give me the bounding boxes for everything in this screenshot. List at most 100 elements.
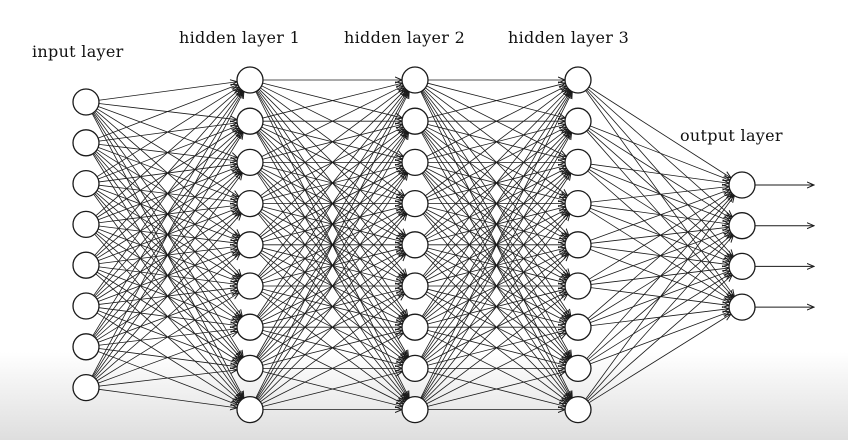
- h1-neuron-9: [236, 395, 264, 424]
- connection-h3-8-to-output-0: [585, 195, 735, 400]
- h3-neuron-4: [564, 189, 592, 218]
- connection-input-2-to-h1-0: [96, 87, 239, 177]
- connection-h1-8-to-h2-4: [258, 254, 406, 401]
- connection-h2-1-to-h3-0: [427, 83, 566, 119]
- h3-neuron-6: [564, 272, 592, 300]
- connection-h3-6-to-output-0: [587, 194, 732, 319]
- connection-input-5-to-h1-0: [93, 91, 243, 296]
- connection-input-7-to-h1-7: [98, 370, 237, 387]
- connection-h1-4-to-h2-0: [258, 89, 406, 236]
- output-layer-label: output layer: [680, 126, 783, 145]
- connection-h1-8-to-h2-5: [260, 294, 404, 403]
- h1-neuron-6: [236, 272, 264, 300]
- connection-h2-8-to-h3-1: [421, 133, 571, 399]
- hidden-layer-3-label: hidden layer 3: [508, 28, 630, 47]
- connection-h2-8-to-h3-6: [426, 333, 567, 405]
- connection-h2-8-to-h3-5: [425, 294, 567, 403]
- h2-neuron-3: [401, 148, 429, 177]
- h2-neuron-9: [401, 395, 429, 424]
- h1-neuron-4: [236, 189, 264, 218]
- connection-h1-8-to-h2-7: [262, 372, 403, 407]
- connection-h2-8-to-h3-0: [420, 92, 572, 399]
- neurons: [72, 66, 756, 424]
- connection-h1-8-to-h2-1: [256, 132, 408, 399]
- input-neuron-5: [72, 251, 100, 279]
- h2-neuron-4: [401, 189, 429, 218]
- connection-h2-8-to-h3-3: [422, 214, 570, 400]
- input-neuron-8: [72, 373, 100, 402]
- connection-h3-0-to-output-0: [588, 86, 731, 178]
- h2-neuron-5: [401, 231, 429, 259]
- input-neuron-6: [72, 292, 100, 320]
- h3-neuron-5: [564, 231, 592, 259]
- connection-h2-2-to-h3-0: [426, 86, 567, 157]
- connection-h1-2-to-h2-0: [261, 86, 404, 157]
- connection-h2-8-to-h3-4: [423, 254, 569, 401]
- connection-h2-5-to-h3-0: [422, 90, 570, 277]
- h3-neuron-7: [564, 313, 592, 341]
- connection-input-1-to-h1-0: [97, 85, 238, 139]
- connection-input-7-to-h1-3: [94, 213, 242, 379]
- h2-neuron-7: [401, 313, 429, 341]
- connection-h3-8-to-output-2: [587, 275, 732, 402]
- h1-neuron-5: [236, 231, 264, 259]
- connection-input-7-to-h1-8: [98, 388, 237, 408]
- connection-h1-3-to-h2-0: [260, 88, 404, 197]
- input-neuron-3: [72, 169, 100, 198]
- input-layer-label: input layer: [32, 42, 124, 61]
- connection-h1-5-to-h2-0: [257, 90, 407, 277]
- connection-h3-7-to-output-0: [586, 195, 734, 359]
- connection-h1-8-to-h2-3: [257, 214, 407, 400]
- h1-neuron-7: [236, 313, 264, 341]
- connection-input-7-to-h1-2: [93, 173, 243, 378]
- connection-h1-7-to-h2-0: [256, 91, 408, 358]
- connection-input-6-to-h1-0: [92, 91, 243, 336]
- connection-h2-6-to-h3-0: [421, 91, 571, 317]
- connection-h3-2-to-output-0: [590, 163, 729, 183]
- connection-input-0-to-h1-0: [98, 82, 237, 101]
- connection-input-7-to-h1-5: [96, 293, 239, 382]
- connection-h3-8-to-output-1: [586, 235, 734, 401]
- h1-neuron-1: [236, 66, 264, 94]
- output-neuron-2: [728, 212, 756, 240]
- connection-h3-4-to-output-0: [590, 189, 730, 241]
- h3-neuron-1: [564, 66, 592, 94]
- connection-h1-8-to-h2-2: [256, 173, 408, 400]
- h1-neuron-8: [236, 354, 264, 383]
- connection-h3-5-to-output-0: [588, 192, 731, 280]
- h3-neuron-2: [564, 107, 592, 135]
- h2-neuron-2: [401, 107, 429, 135]
- connection-h3-3-to-output-0: [590, 186, 729, 203]
- connection-input-7-to-h1-4: [95, 253, 240, 380]
- h2-neuron-8: [401, 354, 429, 383]
- h1-neuron-3: [236, 148, 264, 177]
- connection-h1-8-to-h2-6: [261, 333, 404, 405]
- input-neuron-4: [72, 210, 100, 239]
- hidden-layer-2-label: hidden layer 2: [344, 28, 466, 47]
- h3-neuron-3: [564, 148, 592, 177]
- h2-neuron-1: [401, 66, 429, 94]
- connection-h2-8-to-h3-7: [427, 372, 566, 407]
- connection-input-7-to-h1-6: [98, 332, 238, 384]
- output-neuron-1: [728, 171, 756, 199]
- connection-h3-1-to-output-0: [589, 125, 730, 180]
- hidden-layer-1-label: hidden layer 1: [179, 28, 301, 47]
- input-neuron-2: [72, 129, 100, 157]
- h3-neuron-8: [564, 354, 592, 383]
- h2-neuron-6: [401, 272, 429, 300]
- connection-h2-4-to-h3-0: [423, 89, 569, 236]
- output-arrows: [755, 185, 814, 307]
- connection-input-7-to-h1-0: [91, 91, 244, 377]
- output-neuron-3: [728, 252, 756, 281]
- connection-h2-7-to-h3-0: [421, 91, 571, 358]
- connection-input-7-to-h1-1: [92, 132, 243, 377]
- input-neuron-1: [72, 88, 100, 116]
- connection-h2-8-to-h3-2: [421, 173, 571, 399]
- connection-h1-6-to-h2-0: [256, 91, 408, 317]
- h1-neuron-2: [236, 107, 264, 135]
- connection-h1-8-to-h2-0: [255, 92, 409, 399]
- connection-h2-3-to-h3-0: [425, 88, 567, 197]
- connection-input-4-to-h1-0: [94, 90, 242, 256]
